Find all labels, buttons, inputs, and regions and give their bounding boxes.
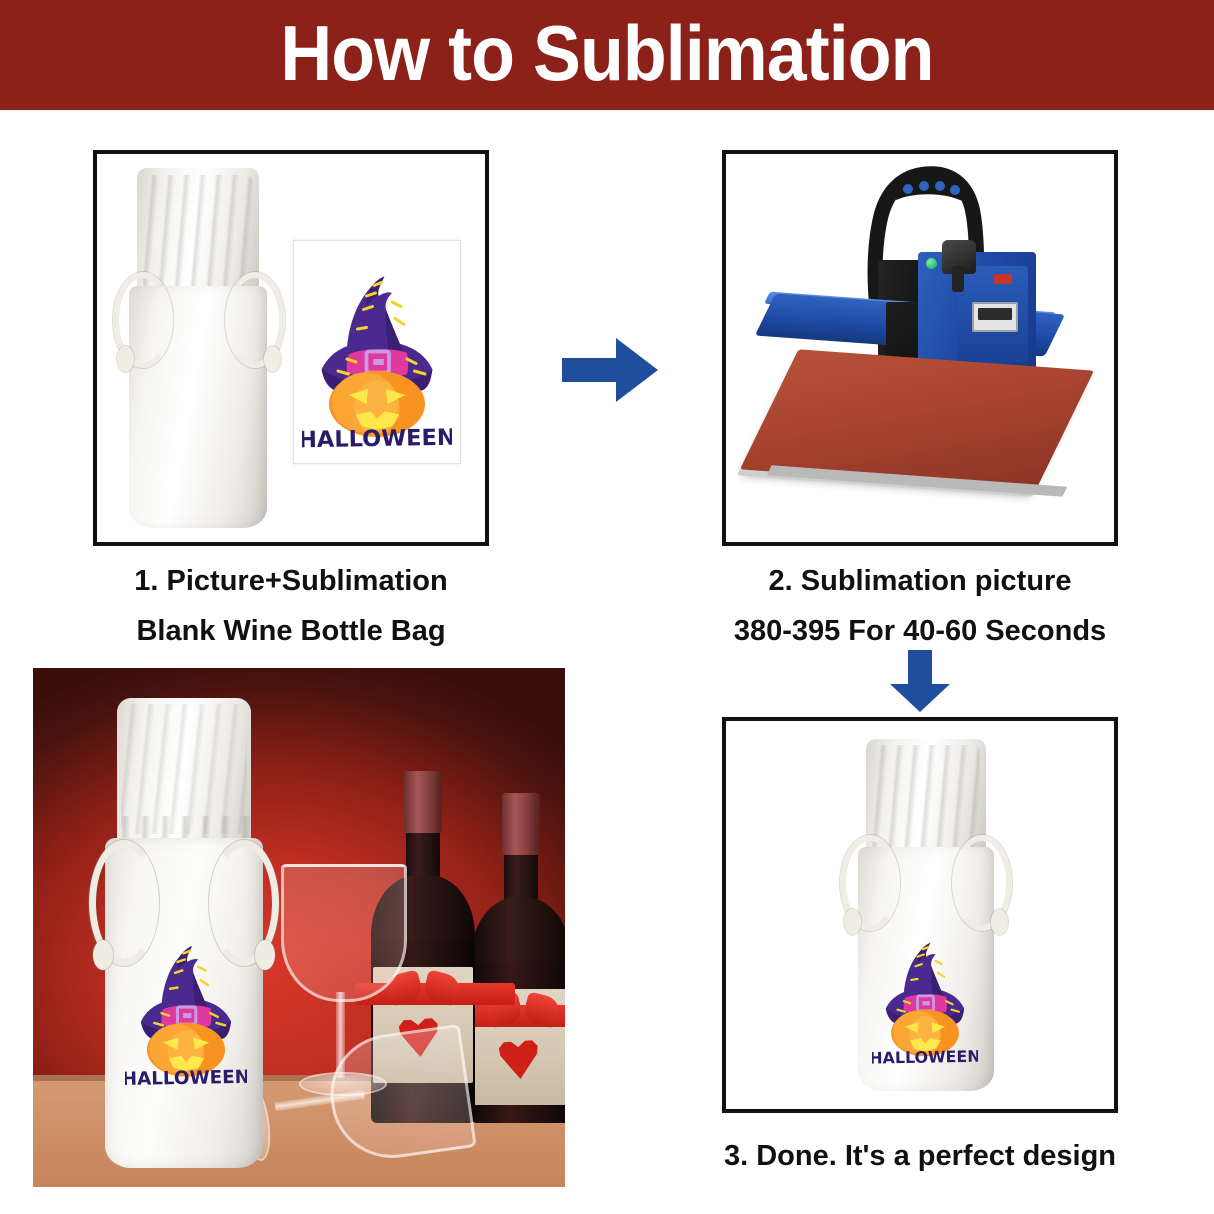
bag-cord-knot-right [255, 940, 275, 970]
bag-drawstring-left [113, 272, 173, 368]
bag-drawstring-right [952, 835, 1012, 931]
panel-step3: HALLOWEEN [722, 717, 1118, 1113]
wine-bottle-back [455, 793, 565, 1123]
bag-cord-knot-right [991, 909, 1008, 935]
bag-cord-knot-left [844, 909, 861, 935]
halloween-design-icon: HALLOWEEN [125, 946, 247, 1089]
caption-step3-line1: 3. Done. It's a perfect design [723, 1140, 1117, 1172]
bag-neck [117, 698, 251, 858]
wine-glass-upright [281, 864, 407, 1122]
glass-bowl [281, 864, 407, 1002]
halloween-transfer-sheet: HALLOWEEN [293, 240, 461, 464]
wine-bottle-front [355, 771, 515, 1123]
arrow-right-wrapper [560, 330, 660, 410]
finished-wine-bag-illustration: HALLOWEEN [840, 739, 1012, 1091]
caption-step1-line1: 1. Picture+Sublimation [134, 565, 448, 597]
bag-drawstring-left [89, 840, 159, 966]
heat-press-display-screen [978, 308, 1012, 320]
glass-stem [336, 992, 345, 1078]
bag-drawstring-right [225, 272, 285, 368]
caption-step1: 1. Picture+Sublimation Blank Wine Bottle… [93, 556, 489, 656]
printed-wine-bag: HALLOWEEN [89, 690, 279, 1172]
caption-step2-line1: 2. Sublimation picture [768, 565, 1072, 597]
halloween-design-icon: HALLOWEEN [302, 276, 452, 452]
blank-wine-bag-illustration [113, 168, 285, 528]
halloween-word: HALLOWEEN [125, 1067, 247, 1089]
header-banner: How to Sublimation [0, 0, 1214, 110]
bag-cord-knot-right [264, 346, 281, 372]
heat-press-power-led-icon [926, 258, 937, 269]
bottle-foil-cap [502, 793, 540, 855]
arrow-down-wrapper [884, 648, 956, 714]
heat-press-handle-icon [867, 166, 985, 348]
bottle-shoulder [471, 897, 565, 969]
heat-press-red-button[interactable] [994, 274, 1012, 284]
arrow-right-icon [562, 338, 658, 402]
bag-drawstring-left [840, 835, 900, 931]
caption-step2-line2: 380-395 For 40-60 Seconds [733, 615, 1107, 647]
bag-cord-knot-left [93, 940, 113, 970]
caption-step2: 2. Sublimation picture 380-395 For 40-60… [700, 556, 1140, 656]
bottle-foil-cap [404, 771, 442, 833]
halloween-design-icon: HALLOWEEN [872, 942, 978, 1067]
arrow-down-icon [890, 650, 950, 712]
caption-step3: 3. Done. It's a perfect design [692, 1131, 1148, 1181]
heat-press-illustration [726, 154, 1114, 542]
heat-press-display [972, 302, 1018, 332]
panel-step2 [722, 150, 1118, 546]
bag-cord-knot-left [117, 346, 134, 372]
halloween-word: HALLOWEEN [302, 425, 452, 452]
panel-step1: HALLOWEEN [93, 150, 489, 546]
page-title: How to Sublimation [280, 8, 934, 97]
caption-step1-line2: Blank Wine Bottle Bag [136, 615, 446, 647]
photo-lifestyle: HALLOWEEN [33, 668, 565, 1187]
halloween-word: HALLOWEEN [872, 1047, 978, 1067]
header-inner: How to Sublimation [6, 4, 1208, 105]
heat-press-pressure-knob [942, 240, 976, 292]
bag-drawstring-right [209, 840, 279, 966]
